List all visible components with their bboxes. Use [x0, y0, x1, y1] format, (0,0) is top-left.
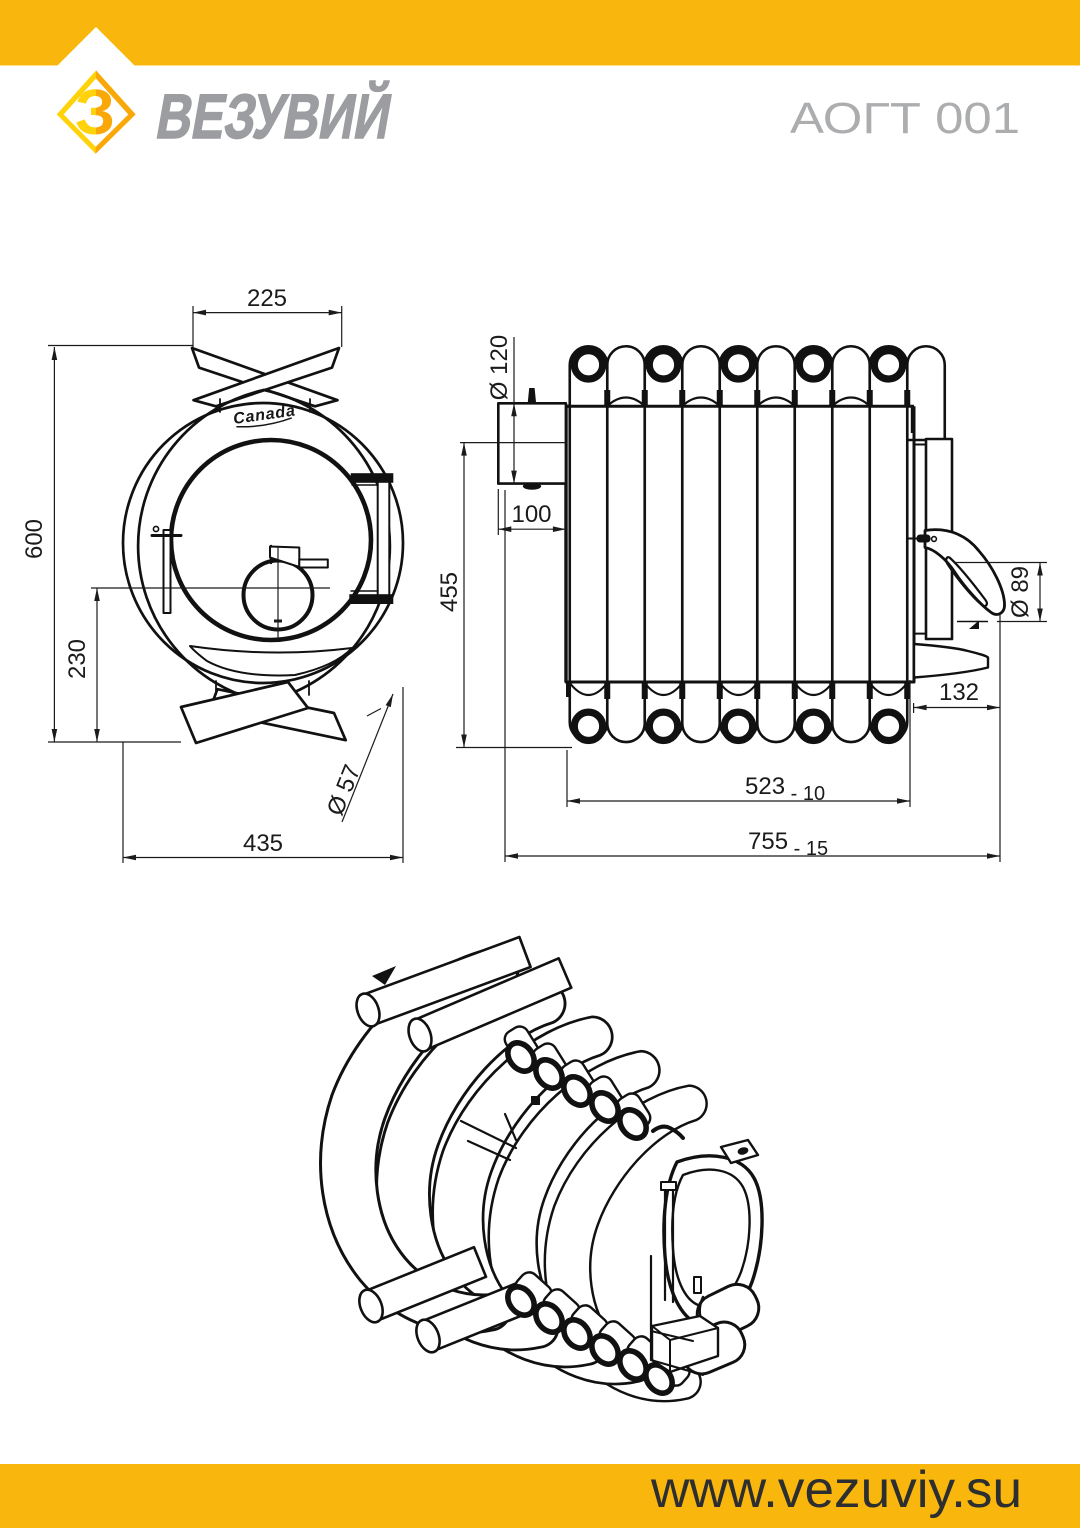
- svg-text:523 - 10: 523 - 10: [745, 773, 825, 805]
- svg-text:З: З: [75, 76, 115, 148]
- svg-text:З: З: [75, 76, 115, 148]
- svg-text:Canada: Canada: [232, 402, 296, 427]
- svg-text:Ø 89: Ø 89: [1007, 566, 1034, 618]
- svg-text:225: 225: [247, 285, 287, 312]
- svg-text:755 - 15: 755 - 15: [748, 828, 828, 860]
- svg-text:230: 230: [64, 639, 91, 679]
- svg-text:Ø 57: Ø 57: [322, 761, 367, 819]
- svg-text:Ø 120: Ø 120: [486, 335, 513, 400]
- svg-text:435: 435: [243, 830, 283, 857]
- svg-text:ВЕЗУВИЙ: ВЕЗУВИЙ: [152, 81, 397, 151]
- svg-text:www.vezuviy.su: www.vezuviy.su: [650, 1461, 1022, 1519]
- svg-text:АОГТ 001: АОГТ 001: [790, 94, 1020, 143]
- svg-text:132: 132: [939, 679, 979, 706]
- svg-text:600: 600: [21, 519, 48, 559]
- svg-text:100: 100: [511, 501, 551, 528]
- svg-text:455: 455: [436, 572, 463, 612]
